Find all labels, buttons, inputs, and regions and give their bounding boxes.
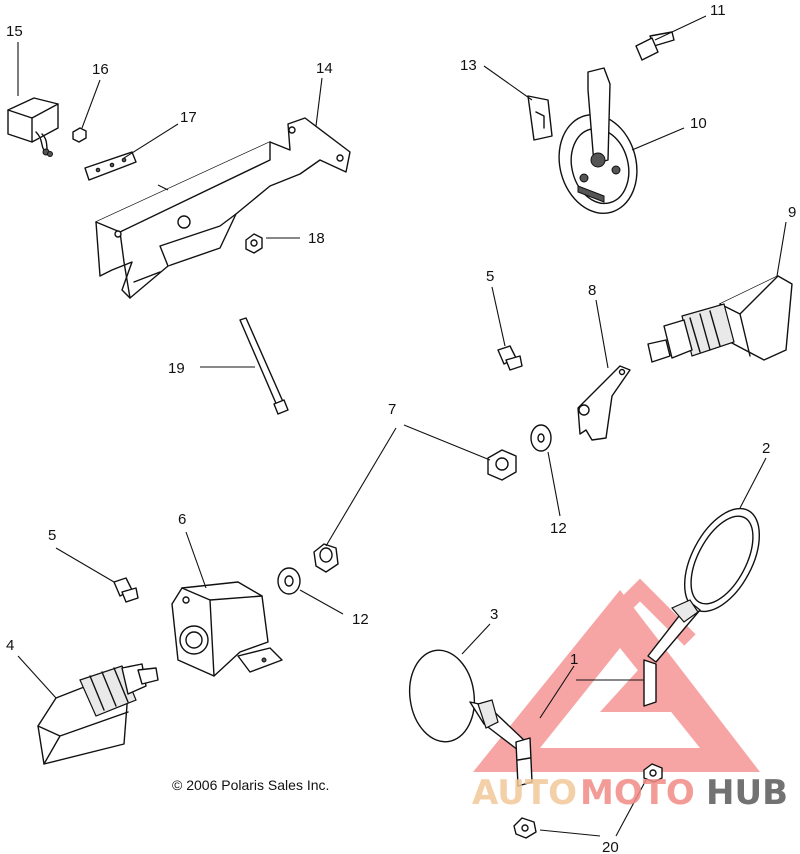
- watermark-auto: AUTO: [472, 773, 577, 813]
- part-turn-signal-right: [647, 275, 793, 363]
- callout-10: 10: [690, 115, 707, 132]
- callout-1: 1: [570, 651, 578, 668]
- part-mirror-nut-lower: [513, 817, 537, 839]
- part-mirror-nut-upper: [643, 763, 663, 783]
- part-horn: [558, 67, 638, 214]
- callout-19: 19: [168, 360, 185, 377]
- part-washer-lower: [277, 567, 301, 595]
- callout-8: 8: [588, 282, 596, 299]
- part-signal-housing: [171, 581, 283, 677]
- callout-20: 20: [602, 839, 619, 854]
- callout-4: 4: [6, 637, 14, 654]
- part-bolt-lower: [113, 577, 139, 603]
- part-mirror-right: [643, 507, 761, 707]
- part-plate: [84, 151, 137, 181]
- watermark-moto: MOTO: [580, 773, 695, 813]
- callout-5-upper: 5: [486, 268, 494, 285]
- watermark-text: AUTO MOTO HUB: [472, 773, 788, 813]
- part-long-bolt: [239, 317, 289, 415]
- part-turn-signal-left: [37, 663, 159, 765]
- watermark-hub: HUB: [706, 773, 788, 813]
- part-signal-bracket: [577, 365, 631, 441]
- part-horn-bolt: [635, 31, 675, 61]
- callout-11: 11: [710, 2, 726, 19]
- callouts: 15 16 17 14 18 19 11 13 10 9 5 8 7 12 5 …: [6, 2, 796, 854]
- part-bolt-upper: [497, 345, 523, 371]
- part-washer-upper: [530, 424, 552, 452]
- part-license-lamp: [7, 97, 59, 157]
- part-bracket: [95, 117, 351, 299]
- part-nut-upper: [487, 449, 517, 481]
- callout-16: 16: [92, 61, 109, 78]
- leader-lines: [17, 15, 787, 837]
- callout-12-upper: 12: [550, 520, 567, 537]
- callout-9: 9: [788, 204, 796, 221]
- part-mirror-left: [408, 649, 533, 787]
- part-bracket-nut: [245, 233, 263, 254]
- callout-3: 3: [490, 606, 498, 623]
- part-small-nut: [72, 127, 87, 143]
- part-nut-lower: [313, 543, 339, 573]
- callout-5-lower: 5: [48, 527, 56, 544]
- part-clip: [527, 95, 553, 141]
- callout-2: 2: [762, 440, 770, 457]
- callout-7: 7: [388, 401, 396, 418]
- callout-13: 13: [460, 57, 477, 74]
- callout-6: 6: [178, 511, 186, 528]
- callout-15: 15: [6, 23, 23, 40]
- callout-12-lower: 12: [352, 611, 369, 628]
- copyright-notice: © 2006 Polaris Sales Inc.: [172, 777, 329, 793]
- callout-17: 17: [180, 109, 197, 126]
- callout-14: 14: [316, 60, 333, 77]
- callout-18: 18: [308, 230, 325, 247]
